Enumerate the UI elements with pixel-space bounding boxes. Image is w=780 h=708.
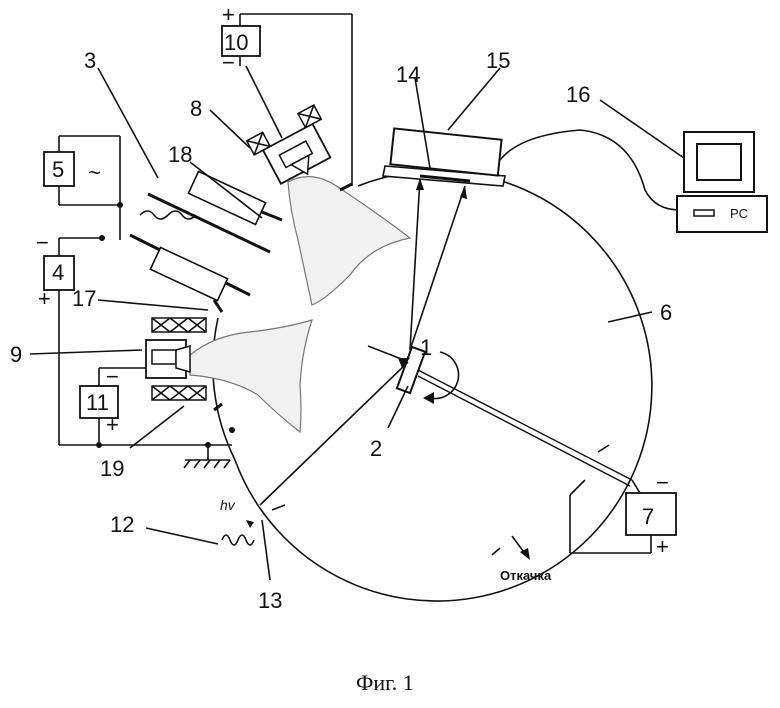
sign-plus-4: + [38, 286, 51, 311]
sign-plus-11: + [106, 412, 119, 437]
label-17: 17 [72, 286, 96, 311]
sign-plus-7: + [656, 534, 669, 559]
target-holder [397, 347, 632, 486]
label-13: 13 [258, 588, 282, 613]
pump-out-label: Откачка [500, 568, 552, 583]
computer-pc [677, 132, 767, 232]
label-18: 18 [168, 142, 192, 167]
pc-label: PC [730, 206, 748, 221]
label-3: 3 [84, 48, 96, 73]
sign-minus-10: − [222, 50, 235, 75]
figure-caption: Фиг. 1 [356, 670, 414, 695]
label-4: 4 [52, 260, 64, 285]
label-2: 2 [370, 436, 382, 461]
label-9: 9 [10, 342, 22, 367]
label-8: 8 [190, 96, 202, 121]
analyzer-15 [383, 128, 505, 186]
label-19: 19 [100, 456, 124, 481]
photon-wave [222, 535, 254, 545]
ground-symbol [184, 427, 235, 468]
label-14: 14 [396, 62, 420, 87]
pump-out-arrow [512, 536, 530, 560]
sign-minus-7: − [656, 470, 669, 495]
label-12: 12 [110, 512, 134, 537]
plasma-plume-upper [288, 177, 410, 305]
hv-label: hv [220, 497, 236, 513]
sign-minus-11: − [106, 364, 119, 389]
sign-minus-4: − [36, 230, 49, 255]
label-1: 1 [420, 335, 432, 360]
label-16: 16 [566, 82, 590, 107]
tilde-sign: ~ [88, 160, 101, 185]
label-6: 6 [660, 300, 672, 325]
label-15: 15 [486, 48, 510, 73]
leader-lines [30, 68, 684, 580]
plasma-plume-lower [190, 320, 312, 432]
sign-plus-10: + [222, 2, 235, 27]
label-7: 7 [642, 504, 654, 529]
signal-cable [500, 130, 680, 210]
sputter-gun-3 [99, 171, 270, 300]
label-5: 5 [52, 157, 64, 182]
